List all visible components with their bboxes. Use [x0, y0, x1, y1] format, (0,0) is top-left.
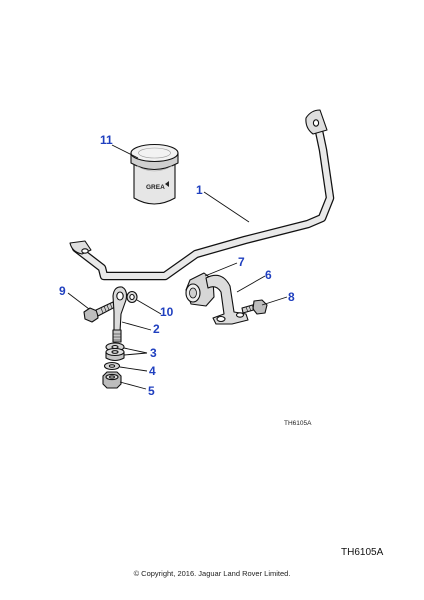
washers-3: [105, 342, 125, 362]
callout-1: 1: [196, 183, 203, 197]
drawing-ref-small: TH6105A: [284, 420, 312, 427]
callout-3: 3: [150, 346, 157, 360]
callouts: 11 1 7 6 8 9 10 2 3 4 5: [59, 133, 295, 398]
washer-10: [126, 290, 138, 304]
anti-roll-bar: [69, 109, 335, 281]
link-bolt: [83, 301, 116, 323]
callout-11: 11: [100, 133, 113, 147]
callout-10: 10: [160, 305, 174, 319]
clamp: [205, 274, 249, 325]
callout-9: 9: [59, 284, 66, 298]
callout-6: 6: [265, 268, 272, 282]
nut: [102, 371, 122, 389]
washer-4: [103, 361, 121, 371]
callout-4: 4: [149, 364, 156, 378]
callout-8: 8: [288, 290, 295, 304]
callout-7: 7: [238, 255, 245, 269]
grease-tub: GREA: [130, 143, 179, 205]
drop-link: [112, 286, 128, 343]
grease-label: GREA: [146, 184, 165, 191]
callout-2: 2: [153, 322, 160, 336]
copyright-notice: © Copyright, 2016. Jaguar Land Rover Lim…: [134, 569, 291, 578]
leader-lines: [67, 144, 288, 390]
callout-5: 5: [148, 384, 155, 398]
clamp-bolt: [241, 299, 268, 315]
drawing-ref-large: TH6105A: [341, 547, 384, 558]
